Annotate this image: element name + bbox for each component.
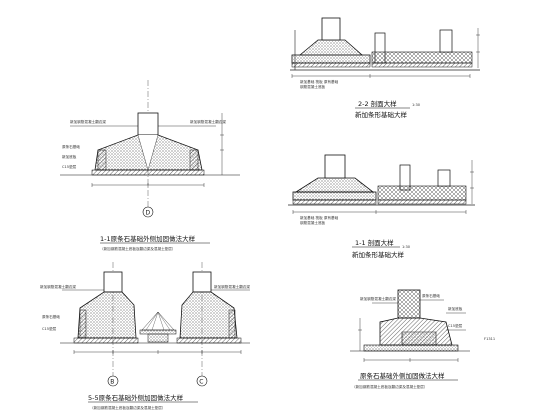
svg-text:新加钢筋混凝土翻边梁: 新加钢筋混凝土翻边梁	[40, 284, 76, 289]
svg-text:C15垫层: C15垫层	[42, 326, 57, 331]
title-beam: 原条石基础外侧加固做法大样	[360, 371, 445, 380]
detail-2-2: 新加基础 筏板 原有基础 钢筋混凝土底板 2-2 剖面大样 1:30 新加条形基…	[290, 17, 480, 119]
svg-text:C15垫层: C15垫层	[62, 164, 77, 169]
svg-text:原条石基础: 原条石基础	[42, 314, 60, 319]
svg-text:钢筋混凝土底板: 钢筋混凝土底板	[300, 220, 326, 225]
svg-text:新加底板: 新加底板	[62, 154, 77, 159]
svg-text:新加底板: 新加底板	[448, 306, 463, 311]
subtitle-2-2: 新加条形基础大样	[355, 110, 408, 119]
svg-text:C15垫层: C15垫层	[448, 323, 463, 328]
note-1-1-left: （新加钢筋混凝土底板及翻边梁及混凝土垫层）	[100, 246, 175, 251]
svg-text:新加钢筋混凝土翻边梁: 新加钢筋混凝土翻边梁	[360, 296, 396, 301]
axis-label-d: D	[146, 210, 151, 217]
detail-1-1-right: 新加基础 筏板 原有基础 钢筋混凝土底板 1-1 剖面大样 1:30 新加条形基…	[288, 154, 475, 259]
svg-text:原条石基础: 原条石基础	[62, 144, 80, 149]
svg-text:新加基础 筏板 原有基础: 新加基础 筏板 原有基础	[300, 79, 339, 84]
title-1-1-right: 1-1 剖面大样	[355, 238, 394, 247]
title-1-1-left: 1-1原条石基础外侧加固做法大样	[100, 234, 196, 243]
note-right: F1311	[484, 337, 495, 341]
title-2-2: 2-2 剖面大样	[358, 99, 397, 108]
detail-1-1-left: 新加钢筋混凝土翻边梁 原条石基础 新加底板 C15垫层 新加钢筋混凝土翻边梁 D…	[60, 80, 240, 251]
title-5-5: 5-5原条石基础外侧加固做法大样	[88, 393, 184, 402]
note-5-5: （新加钢筋混凝土底板及翻边梁及混凝土垫层）	[90, 405, 165, 410]
scale-1-1-right: 1:30	[402, 245, 411, 249]
svg-text:新加钢筋混凝土翻边梁: 新加钢筋混凝土翻边梁	[190, 119, 226, 124]
svg-text:新加基础 筏板 原有基础: 新加基础 筏板 原有基础	[300, 215, 339, 220]
detail-5-5: 新加钢筋混凝土翻边梁 新加钢筋混凝土翻边梁 原条石基础 C15垫层 B C 5-…	[40, 262, 250, 410]
note-beam: （新加钢筋混凝土底板及翻边梁及混凝土垫层）	[352, 384, 427, 389]
svg-text:新加钢筋混凝土翻边梁: 新加钢筋混凝土翻边梁	[214, 284, 250, 289]
scale-2-2: 1:30	[412, 103, 421, 107]
svg-text:原条石基础: 原条石基础	[422, 293, 440, 298]
detail-beam: 新加钢筋混凝土翻边梁 原条石基础 新加底板 C15垫层 F1311 原条石基础外…	[350, 289, 495, 389]
subtitle-1-1-right: 新加条形基础大样	[352, 250, 405, 259]
axis-label-c: C	[199, 379, 203, 386]
svg-text:新加钢筋混凝土翻边梁: 新加钢筋混凝土翻边梁	[70, 119, 106, 124]
axis-label-b: B	[110, 379, 114, 386]
svg-text:钢筋混凝土底板: 钢筋混凝土底板	[300, 84, 326, 89]
